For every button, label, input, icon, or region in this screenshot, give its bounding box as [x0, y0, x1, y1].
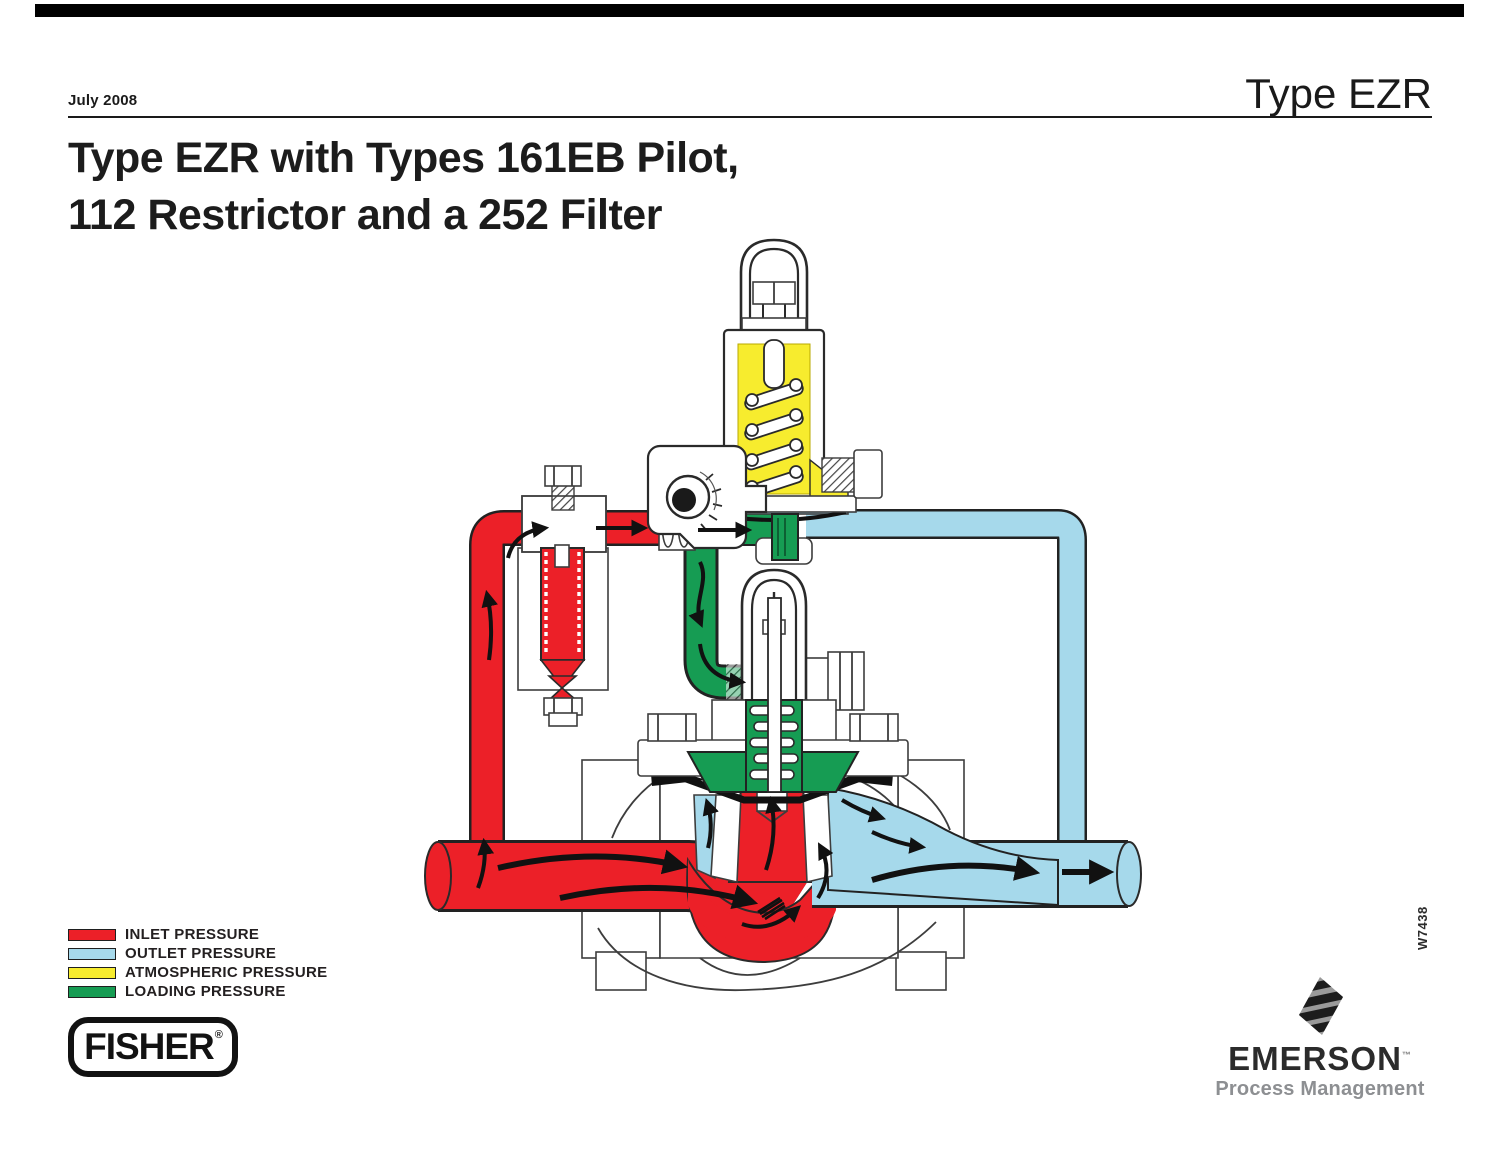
page-title: Type EZR with Types 161EB Pilot, 112 Res… — [68, 130, 739, 244]
filter-assembly — [517, 465, 609, 727]
fisher-logo-text: FISHER — [84, 1026, 215, 1067]
legend-label: INLET PRESSURE — [125, 926, 260, 943]
main-valve-actuator — [637, 568, 909, 793]
fisher-logo: FISHER® — [68, 1017, 238, 1077]
document-date: July 2008 — [68, 92, 138, 109]
emerson-logo-text: EMERSON™ — [1228, 1040, 1412, 1077]
outlet-swatch — [68, 947, 116, 960]
loading-swatch — [68, 985, 116, 998]
flow-arrows — [476, 519, 1115, 929]
top-black-bar — [35, 4, 1464, 17]
legend-row-loading: LOADING PRESSURE — [68, 982, 327, 1001]
legend-row-outlet: OUTLET PRESSURE — [68, 944, 327, 963]
restrictor-gauge — [646, 444, 768, 550]
figure-code: W7438 — [1415, 906, 1430, 950]
pressure-legend: INLET PRESSURE OUTLET PRESSURE ATMOSPHER… — [68, 925, 327, 1001]
emerson-diamond-icon — [1299, 977, 1343, 1035]
legend-label: OUTLET PRESSURE — [125, 945, 277, 962]
header-rule — [68, 116, 1432, 118]
page-title-line1: Type EZR with Types 161EB Pilot, — [68, 134, 739, 182]
page-title-line2: 112 Restrictor and a 252 Filter — [68, 191, 662, 239]
legend-row-atmospheric: ATMOSPHERIC PRESSURE — [68, 963, 327, 982]
registered-mark: ® — [214, 1029, 223, 1041]
legend-row-inlet: INLET PRESSURE — [68, 925, 327, 944]
document-type-header: Type EZR — [1245, 70, 1432, 117]
emerson-logo: EMERSON™ Process Management — [1205, 975, 1435, 1101]
inlet-swatch — [68, 928, 116, 941]
legend-label: ATMOSPHERIC PRESSURE — [125, 964, 328, 981]
atmospheric-swatch — [68, 966, 116, 979]
legend-label: LOADING PRESSURE — [125, 983, 286, 1000]
emerson-logo-subtext: Process Management — [1215, 1078, 1425, 1100]
trademark-mark: ™ — [1401, 1050, 1412, 1060]
